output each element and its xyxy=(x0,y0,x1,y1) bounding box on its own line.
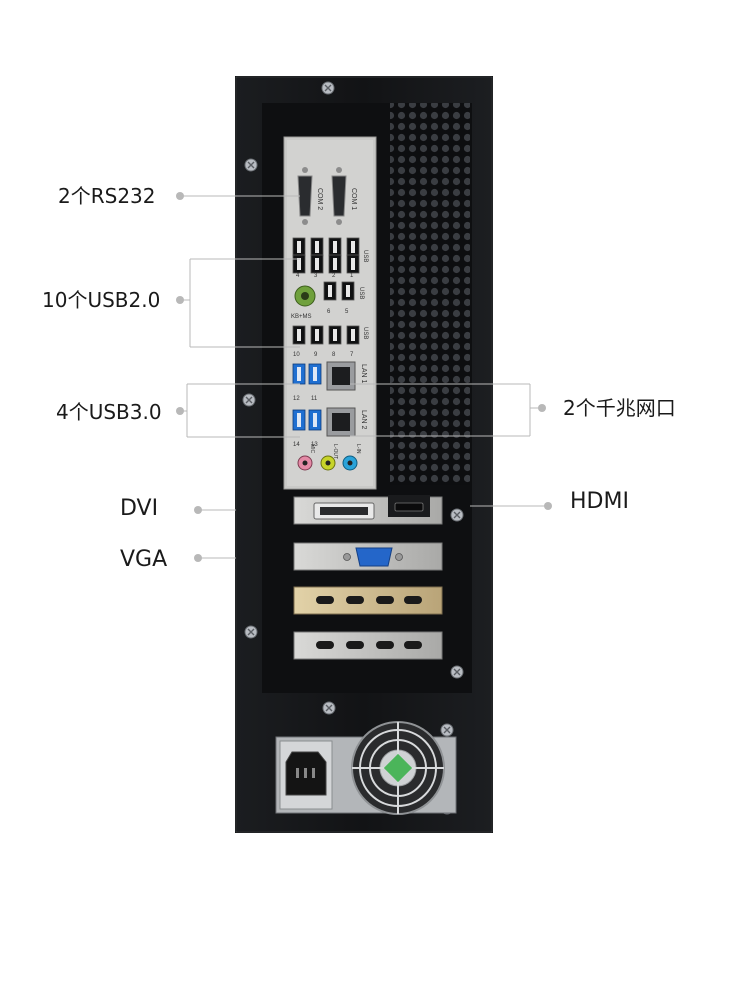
lin-label: L-IN xyxy=(355,444,361,454)
usb-num-5: 5 xyxy=(345,309,349,315)
usb3-ports: 12 11 14 13 xyxy=(292,363,322,448)
audio-jacks: MIC L-OUT L-IN xyxy=(297,444,361,471)
usb-num-13: 13 xyxy=(311,442,318,448)
lan-ports: LAN 1 LAN 2 xyxy=(326,361,367,437)
mic-label: MIC xyxy=(309,444,315,454)
label-usb20: 10个USB2.0 xyxy=(42,288,161,312)
ps2-port: KB+MS xyxy=(291,285,316,320)
slot-vga xyxy=(293,542,443,571)
usb-num-6: 6 xyxy=(327,309,331,315)
usb-num-10: 10 xyxy=(293,352,300,358)
lout-label: L-OUT xyxy=(332,444,338,459)
com-ports: COM 2 COM 1 xyxy=(297,167,357,225)
lan1-label: LAN 1 xyxy=(360,364,367,384)
usb-num-1: 1 xyxy=(350,273,354,279)
slot-dvi-hdmi xyxy=(293,495,443,525)
usb-label-a: USB xyxy=(362,250,368,262)
usb-num-4: 4 xyxy=(296,273,300,279)
slot-blank-2 xyxy=(293,631,443,660)
com1-label: COM 1 xyxy=(350,188,357,210)
usb2-ports: 4 3 2 1 10 9 8 7 6 5 USB USB USB xyxy=(292,237,368,358)
usb-num-8: 8 xyxy=(332,352,336,358)
usb-num-9: 9 xyxy=(314,352,318,358)
usb-num-3: 3 xyxy=(314,273,318,279)
usb-num-11: 11 xyxy=(311,396,318,402)
label-vga: VGA xyxy=(120,547,168,572)
usb-label-c: USB xyxy=(362,327,368,339)
callout-dots xyxy=(176,192,552,562)
kbms-label: KB+MS xyxy=(291,314,312,320)
label-hdmi: HDMI xyxy=(570,489,629,514)
usb-label-b: USB xyxy=(358,287,364,299)
usb-num-7: 7 xyxy=(350,352,354,358)
lan2-label: LAN 2 xyxy=(360,410,367,430)
usb-num-12: 12 xyxy=(293,396,300,402)
io-shield: COM 2 COM 1 4 3 2 1 10 9 8 7 6 5 USB USB… xyxy=(283,136,377,490)
com2-label: COM 2 xyxy=(316,188,323,210)
slot-blank-1 xyxy=(293,586,443,615)
usb-num-14: 14 xyxy=(293,442,300,448)
label-usb30: 4个USB3.0 xyxy=(56,400,162,424)
vent-mesh xyxy=(390,103,470,485)
label-rs232: 2个RS232 xyxy=(58,184,156,208)
label-gbe: 2个千兆网口 xyxy=(563,396,676,420)
power-supply xyxy=(275,721,457,815)
usb-num-2: 2 xyxy=(332,273,336,279)
label-dvi: DVI xyxy=(120,496,159,521)
